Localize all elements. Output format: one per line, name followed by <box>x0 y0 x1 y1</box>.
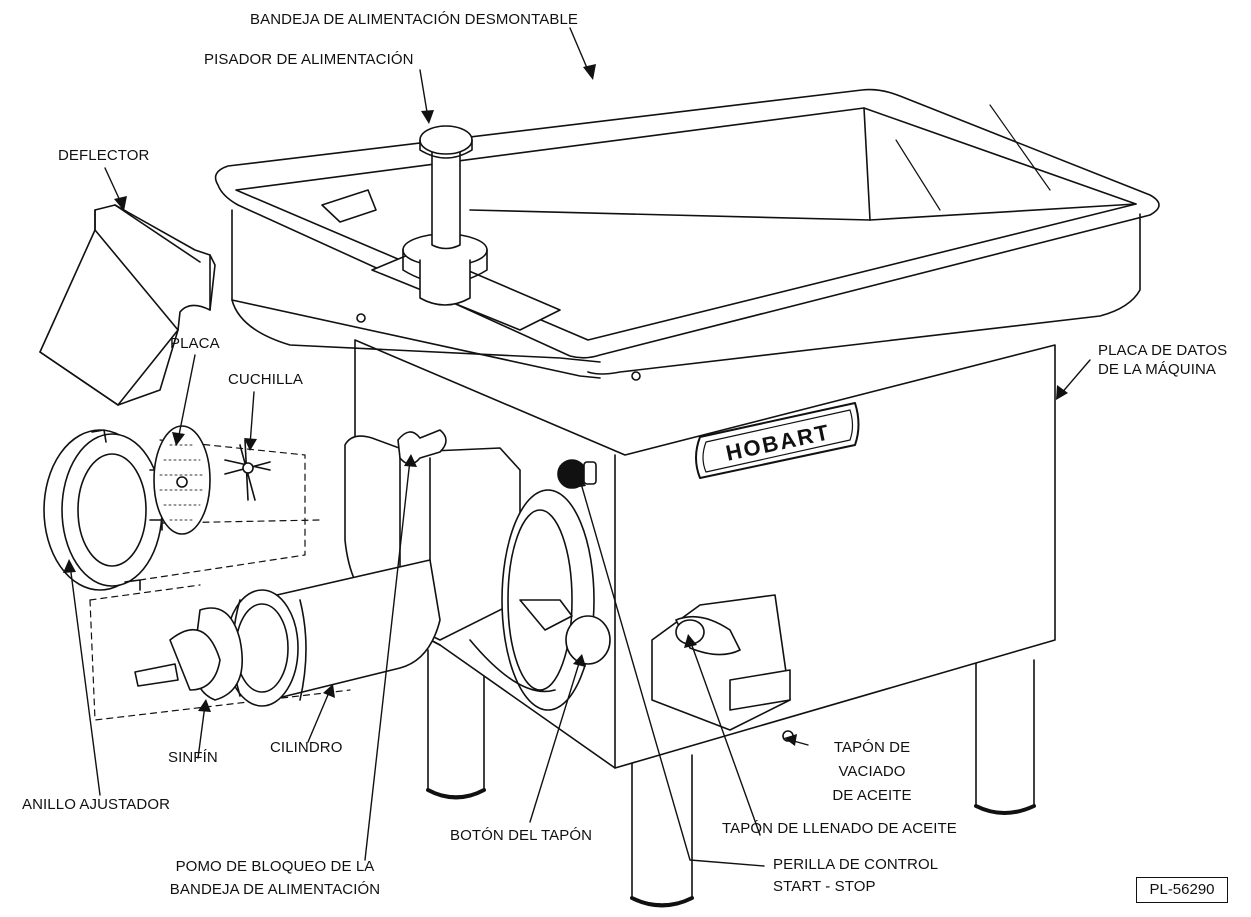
plug-button-part <box>519 599 611 665</box>
adjusting-ring-part <box>43 429 163 591</box>
label-worm: SINFÍN <box>168 749 218 766</box>
machine-legs <box>426 649 1036 908</box>
feed-pan <box>214 88 1160 381</box>
label-control-knob-line1: PERILLA DE CONTROL <box>773 856 939 873</box>
label-data-plate-line2: DE LA MÁQUINA <box>1098 361 1216 378</box>
label-adjusting-ring: ANILLO AJUSTADOR <box>22 796 171 813</box>
label-drain-plug-line1: TAPÓN DE <box>833 739 911 756</box>
label-knife: CUCHILLA <box>228 371 303 388</box>
document-id-box: PL-56290 <box>1136 877 1228 903</box>
label-plate: PLACA <box>170 335 220 352</box>
plate-part <box>153 425 211 535</box>
label-stomper: PISADOR DE ALIMENTACIÓN <box>204 51 414 68</box>
label-lock-knob-line1: POMO DE BLOQUEO DE LA <box>175 858 375 875</box>
label-plug-button: BOTÓN DEL TAPÓN <box>450 827 593 844</box>
label-drain-plug-line3: DE ACEITE <box>832 787 912 804</box>
label-fill-plug: TAPÓN DE LLENADO DE ACEITE <box>722 820 957 837</box>
label-data-plate-line1: PLACA DE DATOS <box>1098 342 1228 359</box>
label-feed-pan: BANDEJA DE ALIMENTACIÓN DESMONTABLE <box>250 11 579 28</box>
cylinder-part <box>225 559 441 707</box>
label-drain-plug-line2: VACIADO <box>838 763 906 780</box>
leader-arrowheads <box>63 64 1068 746</box>
deflector-part <box>39 204 216 406</box>
hobart-badge <box>695 402 860 479</box>
label-cylinder: CILINDRO <box>270 739 343 756</box>
stomper <box>321 125 561 331</box>
label-control-knob-line2: START - STOP <box>773 878 876 895</box>
leader-lines <box>69 27 1091 867</box>
label-deflector: DEFLECTOR <box>58 147 150 164</box>
knife-part <box>224 439 271 501</box>
worm-part <box>134 607 244 701</box>
label-lock-knob-line2: BANDEJA DE ALIMENTACIÓN <box>169 881 381 898</box>
